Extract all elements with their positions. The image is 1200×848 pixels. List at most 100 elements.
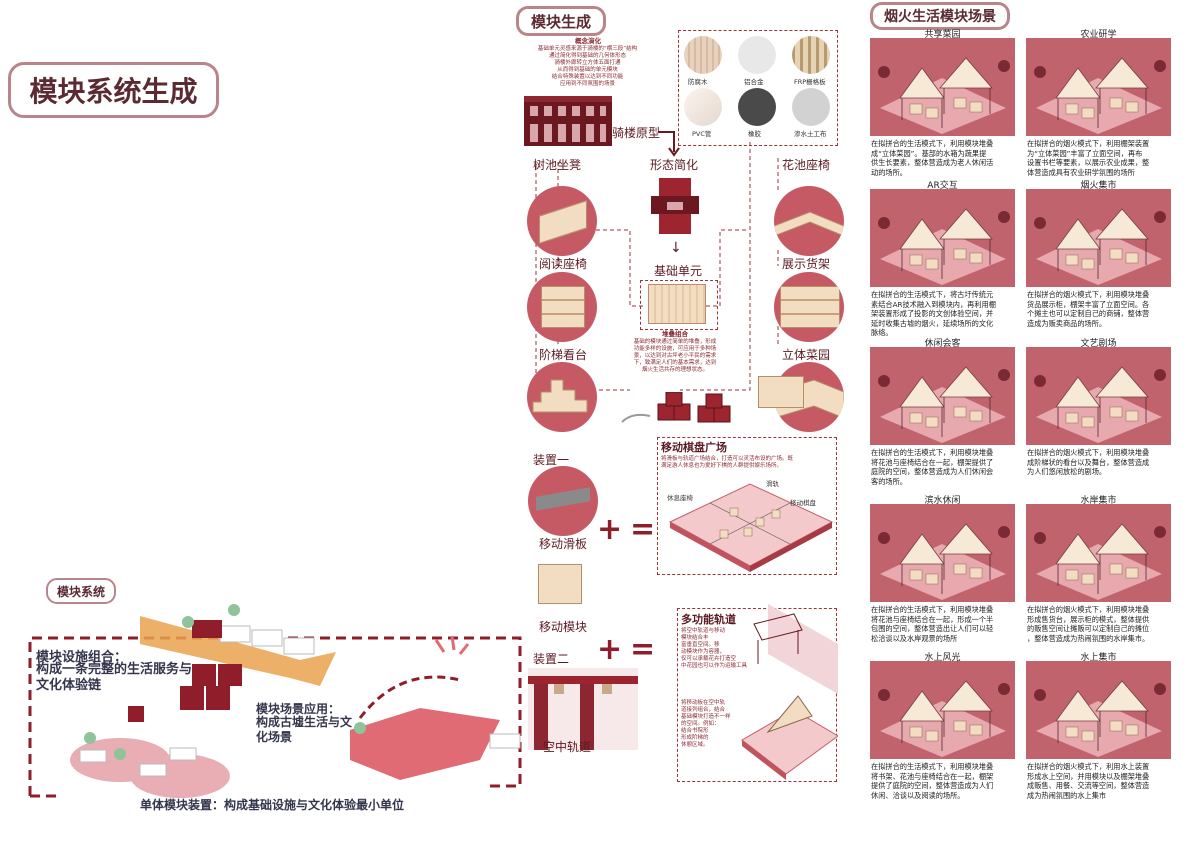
system-loop-drawing bbox=[28, 604, 522, 798]
scene-desc-line: 在拟拼合的烟火模式下，利用模块堆叠 bbox=[1027, 448, 1150, 457]
plus-operator: + bbox=[597, 512, 623, 547]
vertical-garden-block bbox=[758, 376, 804, 408]
stack-line: 烟火生活共存的理想状态。 bbox=[641, 367, 708, 373]
scene-desc-line: ，整体营造成为热闹氛围的水岸集市。 bbox=[1027, 633, 1150, 643]
scene-desc-line: 在拟拼合的烟火模式下，利用棚架装置 bbox=[1027, 139, 1150, 148]
scene-title: 水上集市 bbox=[1080, 653, 1117, 663]
concept-line: 结合特殊装置以达到不同功能 bbox=[551, 74, 624, 80]
stack-line: 景，以达到对古坪老小平民的需求 bbox=[633, 353, 717, 359]
track-line: 道接列组合，结合 bbox=[681, 707, 726, 713]
concept-line: 应用到不同氛围的场景 bbox=[559, 81, 615, 87]
scene-title: 滨水休闲 bbox=[924, 496, 961, 506]
left-item-label: 阅读座椅 bbox=[539, 257, 588, 271]
material-label: PVC管 bbox=[692, 130, 712, 138]
scene-desc-line: 休闲、洽谈以及阅读的场所。 bbox=[871, 790, 965, 800]
scene-desc-line: 形成售货台，展示柜的模式，整体提供 bbox=[1027, 614, 1150, 624]
materials-box bbox=[678, 30, 838, 146]
scene-illustration bbox=[870, 38, 1015, 136]
track-line: 形成阶梯的 bbox=[681, 735, 709, 741]
plaza-label: 休息座椅 bbox=[667, 494, 693, 502]
stack-line: 下，致满足人们的基本需求，达到 bbox=[633, 360, 717, 366]
tree-bench-illustration bbox=[527, 186, 597, 256]
material-swatch bbox=[738, 36, 776, 74]
right-item-label: 立体菜园 bbox=[782, 348, 831, 362]
concept-text: 基础单元灵感来源于骑楼的“横三段”结构 通过简化得到基础的几何体形态 骑楼外廊转… bbox=[510, 46, 665, 88]
scene-illustration bbox=[870, 347, 1015, 445]
scene-title: AR交互 bbox=[927, 181, 958, 191]
scene-desc-line: 素结合AR技术融入到模块内，再利用棚 bbox=[871, 299, 996, 309]
track-text-b: 将移动板在空中轨 道接列组合，结合 基础模块打造不一样 的空间。例如： 结合书院… bbox=[681, 700, 761, 749]
move-module-label: 移动模块 bbox=[539, 620, 588, 634]
scene-illustration bbox=[1026, 504, 1171, 602]
plus-operator-2: + bbox=[597, 632, 623, 667]
concept-line: 从而得到基础的单元模块 bbox=[557, 67, 618, 73]
combo-label: 模块设施组合： bbox=[36, 650, 128, 665]
scene-desc-line: 为“立体菜园”丰富了立面空间，再布 bbox=[1027, 148, 1143, 158]
concept-line: 通过简化得到基础的几何体形态 bbox=[548, 53, 626, 59]
track-line: 将空中轨道与移动 bbox=[681, 628, 726, 634]
material-swatch bbox=[792, 88, 830, 126]
scenes-title: 烟火生活模块场景 bbox=[884, 9, 996, 25]
left-item-label: 阶梯看台 bbox=[539, 348, 588, 362]
plaza-label: 移动棋盘 bbox=[790, 499, 816, 507]
scene-desc-line: 在拟拼合的烟火模式下，利用水上装置 bbox=[1027, 762, 1150, 771]
material-swatch bbox=[684, 36, 722, 74]
scene-desc-line: 体营造成具有农业研学氛围的场所 bbox=[1027, 167, 1135, 177]
module-system-title-box: 模块系统 bbox=[46, 578, 116, 604]
module-gen-title: 模块生成 bbox=[530, 12, 591, 31]
air-track-drawing bbox=[528, 668, 638, 750]
scene-desc-line: 成为热闹氛围的水上集市 bbox=[1027, 790, 1107, 800]
scene-title: 文艺剧场 bbox=[1080, 339, 1117, 349]
scene-desc-line: 成“立体菜园”。基部的水箱为蔬果提 bbox=[871, 148, 987, 158]
scene-desc-line: 为人们悠闲放松的剧场。 bbox=[1027, 467, 1107, 477]
move-module-block bbox=[538, 564, 582, 604]
air-track-label: 空中轨道 bbox=[543, 740, 592, 754]
scene-desc-line: 在拟拼合的生活模式下，利用模块堆叠 bbox=[871, 139, 994, 148]
track-line: 基础模块打造不一样 bbox=[681, 714, 731, 720]
equals-operator-2: = bbox=[630, 632, 656, 667]
prototype-label: 骑楼原型 bbox=[612, 126, 661, 140]
module-system-title: 模块系统 bbox=[56, 584, 105, 599]
track-box bbox=[677, 608, 837, 782]
scene-title: 休闲会客 bbox=[924, 339, 961, 349]
arcade-prototype-drawing bbox=[524, 96, 612, 146]
scene-desc-line: 成贩售、用餐、交流等空间，整体营造 bbox=[1027, 781, 1150, 791]
plaza-line: 将滑板与轨道广场结合，打造可以灵活布设的广场。既 bbox=[661, 456, 794, 462]
track-line: 仅可以承载花卉打造空 bbox=[681, 656, 737, 662]
concept-title: 概念演化 bbox=[575, 37, 601, 45]
scene-desc-line: 形成水上空间，并用模块以及棚架堆叠 bbox=[1027, 771, 1150, 781]
stacked-cubes-drawing bbox=[621, 392, 731, 423]
scene-desc-line: 成阶梯状的看台以及舞台，整体营造成 bbox=[1027, 457, 1150, 467]
arrow-down-icon bbox=[658, 131, 680, 157]
scene-desc-line: 在拟拼合的烟火模式下，利用模块堆叠 bbox=[1027, 290, 1150, 299]
main-title-box: 模块系统生成 bbox=[8, 62, 219, 118]
device2-label: 装置二 bbox=[533, 652, 570, 666]
stack-title: 堆叠组合 bbox=[662, 330, 688, 338]
base-unit-box bbox=[640, 280, 718, 330]
scene-desc-line: 货品展示柜，棚架丰富了立面空间。各 bbox=[1027, 299, 1150, 309]
stack-line: 功能多样的设施，可应用于多种场 bbox=[633, 346, 717, 352]
track-line: 中花园也可以作为运输工具 bbox=[681, 663, 748, 669]
scene-illustration bbox=[870, 189, 1015, 287]
slide-board-label: 移动滑板 bbox=[539, 537, 588, 551]
scene-desc-line: 将花池与座椅结合在一起，形成一个半 bbox=[871, 614, 994, 624]
plaza-box bbox=[657, 437, 837, 575]
material-swatch bbox=[738, 88, 776, 126]
material-label: 铝合金 bbox=[744, 78, 764, 86]
single-module-text: 单体模块装置：构成基础设施与文化体验最小单位 bbox=[140, 798, 405, 812]
device1-label: 装置一 bbox=[533, 453, 570, 467]
scene-desc-line: 架装置形成了投影的文创体验空间，并 bbox=[871, 309, 994, 319]
scene-desc-line: 将书架、花池与座椅结合在一起，棚架 bbox=[871, 771, 994, 781]
base-unit-label: 基础单元 bbox=[654, 264, 703, 278]
track-line: 休憩区域。 bbox=[681, 742, 709, 748]
plaza-title: 移动棋盘广场 bbox=[661, 441, 727, 454]
track-text-a: 将空中轨道与移动 模块结合丰 富垂直空间。移 动模块作为容器， 仅可以承载花卉打… bbox=[681, 628, 761, 670]
material-swatch bbox=[684, 88, 722, 126]
main-title: 模块系统生成 bbox=[29, 75, 198, 108]
scene-illustration bbox=[1026, 189, 1171, 287]
flower-seat-illustration bbox=[774, 186, 844, 256]
scene-desc-line: 在拟拼合的烟火模式下，利用模块堆叠 bbox=[1027, 605, 1150, 614]
simplify-label: 形态简化 bbox=[650, 158, 699, 172]
material-label: 橡胶 bbox=[748, 130, 761, 138]
scene-desc-line: 客的场所。 bbox=[871, 476, 907, 486]
